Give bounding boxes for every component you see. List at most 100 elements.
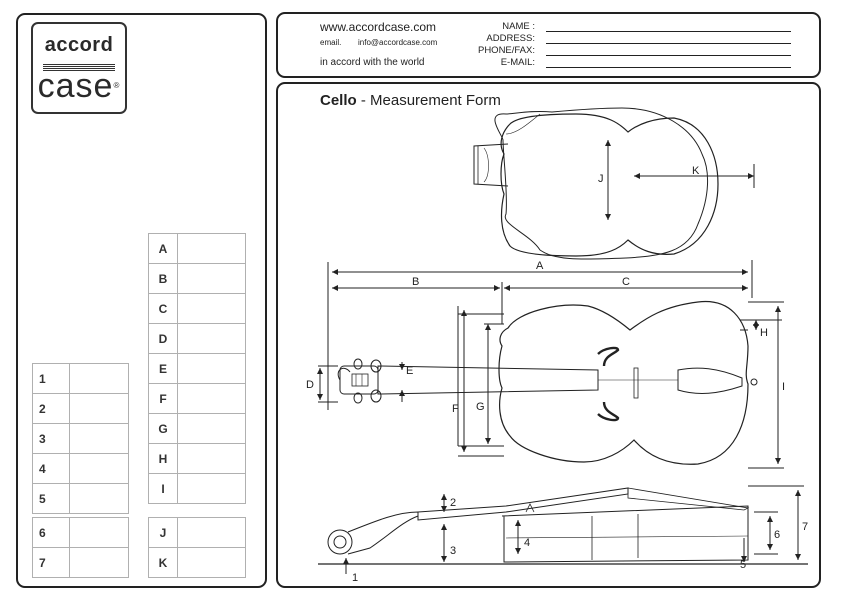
address-line[interactable] <box>546 43 791 44</box>
title-rest: - Measurement Form <box>356 92 501 109</box>
logo-word-case: case <box>37 67 114 105</box>
letter-field-value-cell[interactable] <box>177 353 246 384</box>
logo-word-top: accord <box>44 34 114 56</box>
letter-field-value-cell[interactable] <box>177 413 246 444</box>
letter-field-label: G <box>148 413 178 444</box>
label-b: B <box>412 276 419 288</box>
number-field-row: 1 <box>32 363 129 394</box>
number-field-label: 5 <box>32 483 70 514</box>
number-field-value-cell[interactable] <box>69 453 129 484</box>
letter-field-label: I <box>148 473 178 504</box>
letter-field-row: B <box>148 263 246 294</box>
number-field-row: 2 <box>32 393 129 424</box>
logo-stripes <box>43 64 115 71</box>
number-field-row: 7 <box>32 547 129 578</box>
letter-field-label: D <box>148 323 178 354</box>
phone-label: PHONE/FAX: <box>477 45 535 56</box>
letter-field-row: H <box>148 443 246 474</box>
number-field-value-cell[interactable] <box>69 363 129 394</box>
contact-header: www.accordcase.com email. info@accordcas… <box>276 12 821 78</box>
number-field-label: 3 <box>32 423 70 454</box>
tagline: in accord with the world <box>320 57 425 68</box>
letter-field-value-cell[interactable] <box>177 293 246 324</box>
label-6: 6 <box>774 529 780 541</box>
address-label: ADDRESS: <box>486 33 535 44</box>
label-i: I <box>782 381 785 393</box>
title-instrument: Cello <box>320 92 357 109</box>
letter-field-label: J <box>148 517 178 548</box>
label-g: G <box>476 401 485 413</box>
letter-field-label: C <box>148 293 178 324</box>
number-field-row: 4 <box>32 453 129 484</box>
letter-field-label: B <box>148 263 178 294</box>
top-body-shape <box>473 113 719 257</box>
number-field-row: 3 <box>32 423 129 454</box>
label-k: K <box>692 165 700 177</box>
number-field-label: 2 <box>32 393 70 424</box>
letter-field-label: K <box>148 547 178 578</box>
number-field-value-cell[interactable] <box>69 547 129 578</box>
number-field-value-cell[interactable] <box>69 483 129 514</box>
label-1: 1 <box>352 572 358 584</box>
letter-field-value-cell[interactable] <box>177 473 246 504</box>
letter-field-row: E <box>148 353 246 384</box>
form-title: Cello - Measurement Form <box>320 92 501 109</box>
number-field-value-cell[interactable] <box>69 423 129 454</box>
number-field-value-cell[interactable] <box>69 517 129 548</box>
measurement-form: Cello - Measurement Form <box>276 82 821 588</box>
label-j: J <box>598 173 604 185</box>
letter-field-row: F <box>148 383 246 414</box>
accordcase-logo: accord case® <box>31 22 127 114</box>
letter-field-row: I <box>148 473 246 504</box>
registered-mark: ® <box>113 81 121 90</box>
number-field-label: 1 <box>32 363 70 394</box>
name-label: NAME : <box>502 21 535 32</box>
label-4: 4 <box>524 537 530 549</box>
website-text: www.accordcase.com <box>320 20 437 34</box>
number-field-value-cell[interactable] <box>69 393 129 424</box>
label-2: 2 <box>450 497 456 509</box>
front-body-outline <box>498 300 749 465</box>
label-d: D <box>306 379 314 391</box>
name-line[interactable] <box>546 31 791 32</box>
number-field-label: 4 <box>32 453 70 484</box>
label-a: A <box>536 260 544 272</box>
letter-field-value-cell[interactable] <box>177 323 246 354</box>
letter-field-label: F <box>148 383 178 414</box>
letter-field-label: E <box>148 353 178 384</box>
email-address: info@accordcase.com <box>358 38 438 47</box>
number-field-label: 6 <box>32 517 70 548</box>
phone-line[interactable] <box>546 55 791 56</box>
letter-field-value-cell[interactable] <box>177 547 246 578</box>
label-3: 3 <box>450 545 456 557</box>
email-label: email. <box>320 38 342 47</box>
label-e: E <box>406 365 413 377</box>
letter-field-value-cell[interactable] <box>177 443 246 474</box>
letter-field-row: J <box>148 517 246 548</box>
email-line[interactable] <box>546 67 791 68</box>
letter-field-value-cell[interactable] <box>177 263 246 294</box>
letter-field-value-cell[interactable] <box>177 383 246 414</box>
number-field-label: 7 <box>32 547 70 578</box>
label-h: H <box>760 327 768 339</box>
letter-field-value-cell[interactable] <box>177 517 246 548</box>
logo-word-bottom: case® <box>33 69 125 103</box>
label-7: 7 <box>802 521 808 533</box>
letter-field-row: D <box>148 323 246 354</box>
number-field-row: 6 <box>32 517 129 548</box>
letter-field-row: C <box>148 293 246 324</box>
letter-field-row: K <box>148 547 246 578</box>
letter-field-value-cell[interactable] <box>177 233 246 264</box>
letter-field-row: A <box>148 233 246 264</box>
label-f: F <box>452 403 459 415</box>
letter-field-label: H <box>148 443 178 474</box>
label-c: C <box>622 276 630 288</box>
letter-field-row: G <box>148 413 246 444</box>
letter-field-label: A <box>148 233 178 264</box>
email-field-label: E-MAIL: <box>500 57 535 68</box>
